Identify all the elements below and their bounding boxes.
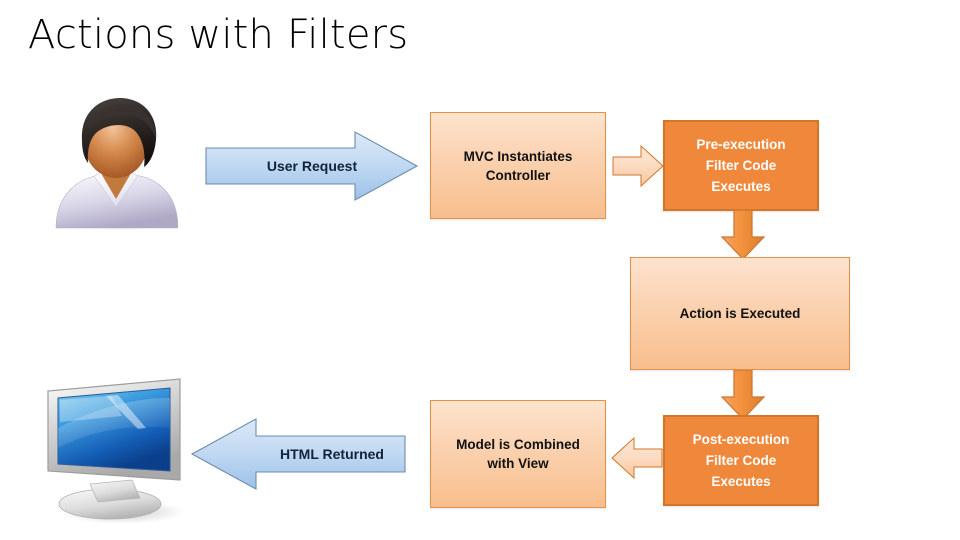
box-pre-execution-filter[interactable]: Pre-execution Filter Code Executes [663,120,819,211]
box-model-combined-with-view[interactable]: Model is Combined with View [430,400,606,508]
user-avatar-icon [38,95,178,230]
arrow-html-returned: HTML Returned [190,416,406,492]
box-mvc-line-1: MVC Instantiates [463,148,573,164]
box-mvc-instantiates-controller[interactable]: MVC Instantiates Controller [430,112,606,219]
box-post-execution-line-1: Post-execution [692,432,790,447]
box-pre-execution-line-3: Executes [711,179,771,194]
page-title: Actions with Filters [28,12,409,58]
arrow-connector-action-to-post [720,370,766,420]
arrow-user-request: User Request [205,130,419,202]
box-post-execution-filter[interactable]: Post-execution Filter Code Executes [663,415,819,506]
box-post-execution-line-2: Filter Code [705,453,777,468]
box-mvc-line-2: Controller [485,167,551,183]
box-pre-execution-line-1: Pre-execution [696,137,786,152]
computer-monitor-icon [22,376,212,526]
arrow-connector-mvc-to-pre [612,144,664,188]
box-model-line-2: with View [487,456,549,471]
box-model-line-1: Model is Combined [456,437,580,452]
box-action-is-executed[interactable]: Action is Executed [630,257,850,370]
arrow-connector-post-to-model [611,436,663,480]
box-action-label: Action is Executed [679,306,801,321]
box-pre-execution-line-2: Filter Code [705,158,777,173]
box-post-execution-line-3: Executes [711,474,771,489]
arrow-connector-pre-to-action [720,210,766,260]
